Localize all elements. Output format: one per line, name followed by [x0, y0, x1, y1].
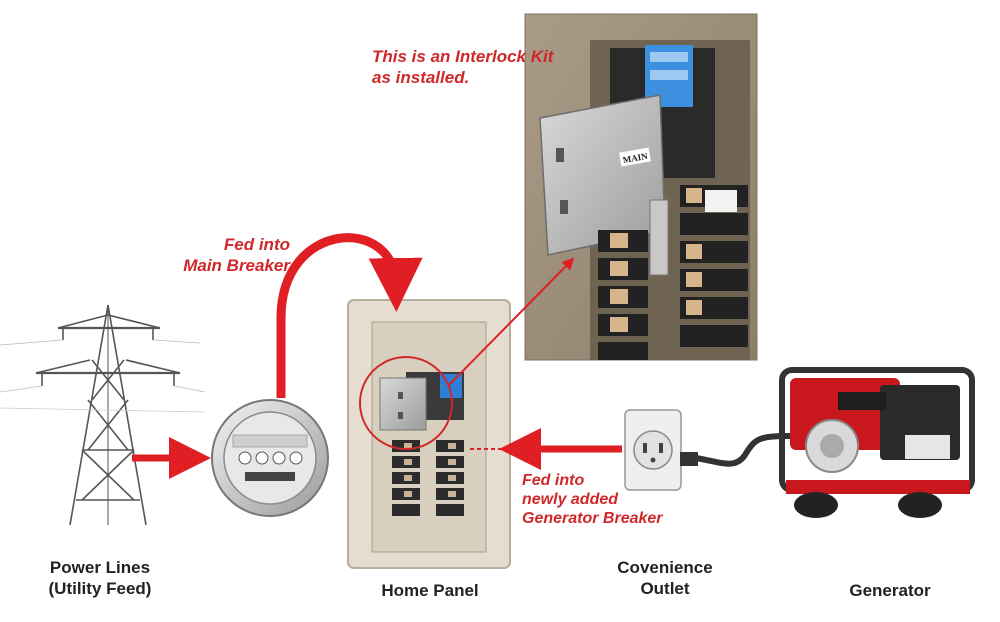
- interlock-callout-line1: This is an Interlock Kit: [372, 47, 554, 66]
- fed-gen-line1: Fed into: [522, 472, 585, 489]
- meter-to-main-breaker-arrow: [276, 233, 423, 398]
- power-lines-label: Power Lines (Utility Feed): [20, 557, 180, 599]
- outlet-label-line2: Outlet: [640, 579, 690, 598]
- generator-cord: [693, 433, 793, 467]
- fed-main-line2: Main Breaker: [183, 256, 290, 275]
- convenience-outlet-icon: [624, 409, 698, 491]
- interlock-kit-callout: This is an Interlock Kit as installed.: [372, 46, 553, 88]
- generator-label-text: Generator: [849, 581, 931, 600]
- fed-gen-line3: Generator Breaker: [522, 510, 663, 527]
- interlock-highlight-circle: [359, 356, 453, 450]
- power-lines-label-line1: Power Lines: [49, 558, 151, 577]
- main-breaker-tag: MAIN: [622, 151, 649, 165]
- outlet-label-line1: Covenience: [617, 558, 713, 577]
- home-panel-label: Home Panel: [352, 580, 508, 601]
- generator-icon: [779, 367, 975, 518]
- fed-gen-line2: newly added: [522, 491, 619, 508]
- generator-label: Generator: [820, 580, 960, 601]
- power-lines-label-line2: (Utility Feed): [48, 579, 152, 598]
- fed-main-breaker-callout: Fed into Main Breaker: [150, 234, 290, 276]
- outlet-label: Covenience Outlet: [590, 557, 740, 599]
- interlock-callout-line2: as installed.: [372, 68, 470, 87]
- electric-meter-icon: [211, 399, 329, 517]
- interlock-kit-photo: MAIN: [524, 13, 758, 361]
- fed-generator-breaker-callout: Fed into newly added Generator Breaker: [522, 471, 663, 528]
- power-tower-icon: [0, 304, 206, 526]
- interlock-pointer-line: [447, 257, 575, 387]
- home-panel-label-text: Home Panel: [381, 581, 479, 600]
- fed-main-line1: Fed into: [223, 235, 290, 254]
